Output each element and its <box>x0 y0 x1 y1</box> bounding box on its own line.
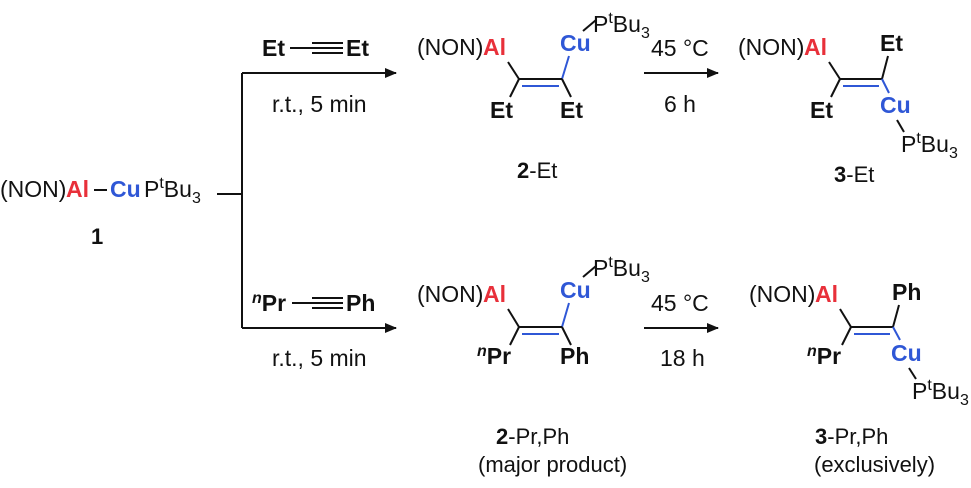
product-3-et: (NON) Al Et Et Cu PtBu3 3-Et <box>738 30 958 187</box>
prod-prph-c-pr-bond <box>841 326 852 346</box>
prod-prph-c-cu-bond <box>892 326 901 341</box>
alkyne-bottom: nPr Ph <box>252 290 375 316</box>
prod-prph-note: (exclusively) <box>814 452 935 477</box>
conditions-bottom: r.t., 5 min <box>272 345 367 371</box>
int-prph-ligand: PtBu3 <box>593 254 650 286</box>
prod-prph-al-c-bond <box>839 308 852 328</box>
prod-et-sub-top: Et <box>880 30 903 56</box>
prod-et-cu: Cu <box>880 92 911 118</box>
int-prph-al-c-bond <box>507 308 520 328</box>
prod-prph-ligand: PtBu3 <box>912 377 969 409</box>
int-et-ligand: PtBu3 <box>593 10 650 42</box>
int-et-c-et-bond-right <box>561 78 572 98</box>
int-prph-al: Al <box>483 281 506 307</box>
heat-time-top: 6 h <box>664 91 696 117</box>
int-et-c-et-bond-left <box>509 78 520 98</box>
int-prph-label: 2-Pr,Ph <box>496 424 569 449</box>
int-prph-sub-left: nPr <box>477 343 511 369</box>
int-et-label: 2-Et <box>517 158 557 183</box>
prod-et-al-c-bond <box>828 61 841 80</box>
heat-time-bottom: 18 h <box>660 345 705 371</box>
int-prph-sub-right: Ph <box>560 343 589 369</box>
product-3-prph: (NON) Al Ph nPr Cu PtBu3 3-Pr,Ph (exclus… <box>749 279 969 477</box>
prod-prph-cu-p-bond <box>908 367 917 380</box>
int-et-al: Al <box>483 34 506 60</box>
prod-prph-al: Al <box>815 281 838 307</box>
alkyne-bottom-right: Ph <box>346 290 375 316</box>
reactant-non-label: (NON) <box>0 176 66 202</box>
int-prph-non: (NON) <box>417 281 483 307</box>
reactant-1: (NON) Al Cu PtBu3 1 <box>0 175 201 249</box>
prod-et-cu-p-bond <box>896 119 905 133</box>
int-prph-note: (major product) <box>478 452 627 477</box>
reactant-cu-atom: Cu <box>110 176 141 202</box>
prod-prph-sub-top: Ph <box>892 279 921 305</box>
reactant-ligand: PtBu3 <box>144 175 201 207</box>
reactant-number: 1 <box>91 224 103 249</box>
heat-temp-top: 45 °C <box>651 35 709 61</box>
intermediate-2-prph: (NON) Al Cu PtBu3 nPr Ph 2-Pr,Ph (major … <box>417 254 650 477</box>
reactant-al-atom: Al <box>66 176 89 202</box>
int-prph-c-ph-bond <box>561 326 572 346</box>
prod-et-ligand: PtBu3 <box>901 130 958 162</box>
alkyne-top-right: Et <box>346 35 369 61</box>
prod-prph-non: (NON) <box>749 281 815 307</box>
prod-et-al: Al <box>804 34 827 60</box>
prod-et-label: 3-Et <box>834 162 874 187</box>
conditions-top: r.t., 5 min <box>272 91 367 117</box>
int-prph-cu: Cu <box>560 277 591 303</box>
int-et-cu: Cu <box>560 30 591 56</box>
alkyne-top: Et Et <box>262 35 369 61</box>
int-et-al-c-bond <box>507 61 520 80</box>
prod-et-c-cu-bond <box>881 78 890 94</box>
int-prph-c-pr-bond <box>509 326 520 346</box>
heat-temp-bottom: 45 °C <box>651 290 709 316</box>
prod-prph-c-ph-bond <box>892 304 900 328</box>
int-et-cu-c-bond <box>561 55 570 80</box>
prod-et-c-et-bond-top <box>881 55 889 80</box>
prod-prph-label: 3-Pr,Ph <box>815 424 888 449</box>
prod-prph-sub-left: nPr <box>807 343 841 369</box>
int-et-sub-right: Et <box>560 97 583 123</box>
alkyne-top-left: Et <box>262 35 285 61</box>
int-prph-cu-c-bond <box>561 302 570 328</box>
prod-et-c-et-bond-left <box>830 78 841 98</box>
int-et-sub-left: Et <box>490 97 513 123</box>
int-et-cu-p-bond <box>582 19 597 32</box>
intermediate-2-et: (NON) Al Cu PtBu3 Et Et 2-Et <box>417 10 650 183</box>
prod-et-sub-left: Et <box>810 97 833 123</box>
int-et-non: (NON) <box>417 34 483 60</box>
prod-prph-cu: Cu <box>891 340 922 366</box>
prod-et-non: (NON) <box>738 34 804 60</box>
int-prph-cu-p-bond <box>582 265 597 278</box>
alkyne-bottom-left: nPr <box>252 290 286 316</box>
